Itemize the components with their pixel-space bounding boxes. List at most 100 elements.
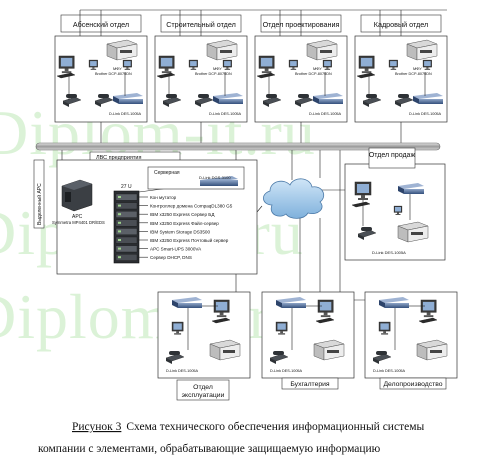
mfu-label: МФУ: [213, 66, 222, 71]
rack-led: [118, 230, 121, 233]
rack-led: [118, 247, 121, 250]
dept-ops: D-Link DES-1005A: [157, 291, 251, 379]
computer-monitor-icon: [317, 299, 334, 318]
mfu-printer-icon: [397, 221, 429, 243]
rack-led: [118, 204, 121, 207]
computer-monitor-icon: [122, 59, 132, 70]
dept-docs: D-Link DES-1005A: [364, 291, 458, 379]
network-switch-icon: [172, 297, 202, 308]
network-switch-icon: [379, 297, 409, 308]
dept-frame: [157, 291, 251, 379]
backbone: ЛВС предприятия: [35, 142, 441, 162]
server-label: IBM x3250 Express Сервер БД: [150, 212, 215, 217]
ip-phone-icon: [94, 94, 114, 107]
computer-monitor-icon: [358, 55, 375, 74]
internet-cloud: [263, 178, 325, 219]
mfu-model: Brother DCP-8070DN: [195, 72, 232, 76]
core-switch: [200, 176, 238, 186]
mfu-model: Brother DCP-8070DN: [295, 72, 332, 76]
computer-monitor-icon: [222, 59, 232, 70]
mfu-model: Brother DCP-8070DN: [95, 72, 132, 76]
computer-monitor-icon: [188, 59, 198, 70]
keyboard-icon: [351, 201, 371, 208]
computer-monitor-icon: [158, 55, 175, 74]
dept-acct: D-Link DES-1005A: [261, 291, 355, 379]
sales-dept-title: Отдел продаж: [369, 152, 416, 159]
ip-phone-icon: [357, 227, 377, 240]
backbone-bus: [35, 142, 441, 151]
sales-dept: Отдел продаж D-Link DES-1005A: [344, 147, 446, 261]
mfu-printer-icon: [416, 339, 448, 361]
keyboard-icon: [356, 72, 376, 79]
keyboard-icon: [418, 317, 438, 324]
keyboard-icon: [211, 317, 231, 324]
dept-title: Делопроизводство: [383, 381, 442, 388]
switch-label: D-Link DES-1005A: [166, 369, 199, 373]
server-label: Сервер DHCP, DNS: [150, 255, 192, 260]
ip-phone-icon: [294, 94, 314, 107]
server-label: Контроллер домена CompaqDL380 G5: [150, 204, 233, 209]
network-switch-icon: [276, 297, 306, 308]
keyboard-icon: [256, 72, 276, 79]
dept-title-ops-line-2: эксплуатации: [182, 392, 225, 399]
mfu-printer-icon: [306, 39, 338, 61]
dept-frame: [261, 291, 355, 379]
core-switch-label: D-Link DGS-3100: [199, 175, 231, 180]
cable-line: [296, 218, 321, 297]
arc-model: Symmetra MP4401 DR/EDS: [52, 220, 105, 225]
ip-phone-icon: [269, 351, 289, 364]
dept-title-ops-line-1: Отдел: [193, 384, 213, 391]
dept-title-box: [176, 379, 230, 401]
caption-text-1: Схема технического обеспечения информаци…: [126, 421, 424, 433]
caption-fig-number: Рисунок 3: [72, 421, 122, 433]
server-room: Выделенный АРС АРС Symmetra MP4401 DR/ED…: [33, 159, 258, 275]
network-switch-icon: [213, 93, 243, 104]
mfu-printer-icon: [206, 39, 238, 61]
computer-monitor-icon: [275, 321, 288, 335]
dept-frame: [364, 291, 458, 379]
computer-monitor-icon: [58, 55, 75, 74]
computer-monitor-icon: [420, 299, 437, 318]
mfu-label: МФУ: [413, 66, 422, 71]
rack-led: [118, 256, 121, 259]
dept-title: Бухгалтерия: [290, 381, 330, 388]
caption-line-2: компании с элементами, обрабатывающие за…: [38, 443, 381, 455]
server-label: IBM System Storage DS3500: [150, 229, 210, 234]
network-switch-icon: [398, 183, 424, 194]
backbone-label: ЛВС предприятия: [96, 155, 141, 161]
figure-caption: Рисунок 3 Схема технического обеспечения …: [38, 421, 424, 455]
arc-label: АРС: [72, 214, 83, 220]
mfu-label: МФУ: [313, 66, 322, 71]
dept-title-box: [281, 377, 339, 390]
keyboard-icon: [315, 317, 335, 324]
switch-label: D-Link DES-1005A: [373, 369, 406, 373]
switch-label: D-Link DES-1005A: [309, 112, 342, 116]
mfu-label: МФУ: [113, 66, 122, 71]
computer-monitor-icon: [322, 59, 332, 70]
keyboard-icon: [56, 72, 76, 79]
computer-monitor-icon: [393, 205, 403, 215]
computer-monitor-icon: [422, 59, 432, 70]
computer-monitor-icon: [88, 59, 98, 70]
computer-monitor-icon: [288, 59, 298, 70]
computer-monitor-icon: [213, 299, 230, 318]
rack-led: [118, 213, 121, 216]
caption-line-1: Рисунок 3 Схема технического обеспечения …: [72, 421, 424, 433]
rack-led: [118, 196, 121, 198]
switch-label: D-Link DES-1005A: [109, 112, 142, 116]
network-switch-icon: [113, 93, 143, 104]
keyboard-icon: [156, 72, 176, 79]
server-room-label: Серверная: [154, 170, 180, 176]
computer-monitor-icon: [378, 321, 391, 335]
dept-title-box: [379, 377, 447, 390]
rack-led: [118, 221, 121, 224]
ip-phone-icon: [372, 351, 392, 364]
mfu-printer-icon: [406, 39, 438, 61]
dedicated-ups-label: Выделенный АРС: [36, 183, 43, 225]
network-switch-icon: [413, 93, 443, 104]
server-label: Кон мутатор: [150, 195, 177, 200]
